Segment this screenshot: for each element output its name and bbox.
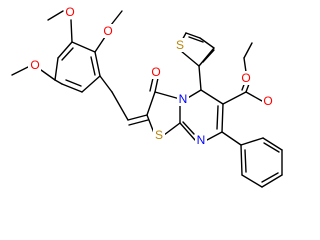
bond	[99, 75, 113, 93]
atom-label-nitrogen: N	[197, 133, 206, 147]
bond	[240, 144, 243, 176]
bond	[94, 36, 106, 53]
atom-labels: O O O O N S S N O O	[28, 4, 275, 147]
bond	[154, 77, 159, 93]
bond	[200, 89, 224, 105]
bond	[40, 69, 56, 81]
bonds	[11, 10, 283, 188]
bond	[185, 32, 201, 39]
structure-svg: O O O O N S S N O O	[11, 4, 283, 188]
bond	[70, 19, 73, 43]
bond	[61, 47, 74, 61]
bond	[245, 91, 263, 102]
bond	[94, 51, 101, 77]
bond	[261, 172, 279, 183]
bond	[11, 66, 29, 76]
bond	[81, 75, 101, 93]
bond	[206, 131, 223, 141]
bond	[199, 37, 215, 49]
bond	[182, 121, 195, 135]
atom-label-oxygen: O	[30, 58, 39, 72]
atom-label-oxygen: O	[65, 5, 74, 19]
bond	[54, 57, 59, 81]
atom-label-nitrogen: N	[179, 92, 188, 106]
bond	[244, 149, 247, 173]
bond	[146, 91, 156, 116]
bond	[221, 131, 242, 146]
bond	[54, 79, 63, 85]
bond	[243, 57, 247, 73]
bond	[146, 114, 155, 134]
bond	[262, 137, 283, 151]
bond	[261, 174, 283, 188]
bond	[111, 91, 129, 121]
bond	[110, 10, 123, 26]
atom-label-oxygen: O	[263, 94, 272, 108]
bond	[198, 47, 215, 67]
bond	[180, 50, 200, 67]
atom-label-oxygen: O	[241, 71, 250, 85]
bond	[243, 42, 253, 59]
bond	[202, 49, 215, 63]
bond	[149, 77, 154, 92]
bond	[127, 114, 148, 121]
bond	[71, 41, 96, 53]
bond	[47, 10, 64, 21]
atom-label-oxygen: O	[103, 24, 112, 38]
bond	[128, 119, 149, 126]
bond	[154, 91, 181, 100]
bond	[216, 105, 219, 130]
atom-label-sulfur: S	[155, 128, 163, 142]
bond	[221, 103, 224, 133]
molecule-structure-diagram: O O O O N S S N O O	[11, 4, 283, 188]
atom-label-oxygen: O	[151, 65, 160, 79]
bond	[90, 56, 96, 76]
atom-label-sulfur: S	[176, 38, 184, 52]
bond	[179, 122, 196, 141]
bond	[198, 65, 202, 91]
bond	[245, 83, 250, 93]
bond	[240, 137, 264, 146]
bond	[61, 83, 83, 93]
bond	[57, 41, 73, 59]
bond	[65, 79, 82, 87]
bond	[222, 91, 247, 105]
bond	[188, 36, 204, 43]
bond	[263, 142, 280, 153]
bond	[241, 174, 263, 188]
bond	[163, 122, 181, 136]
